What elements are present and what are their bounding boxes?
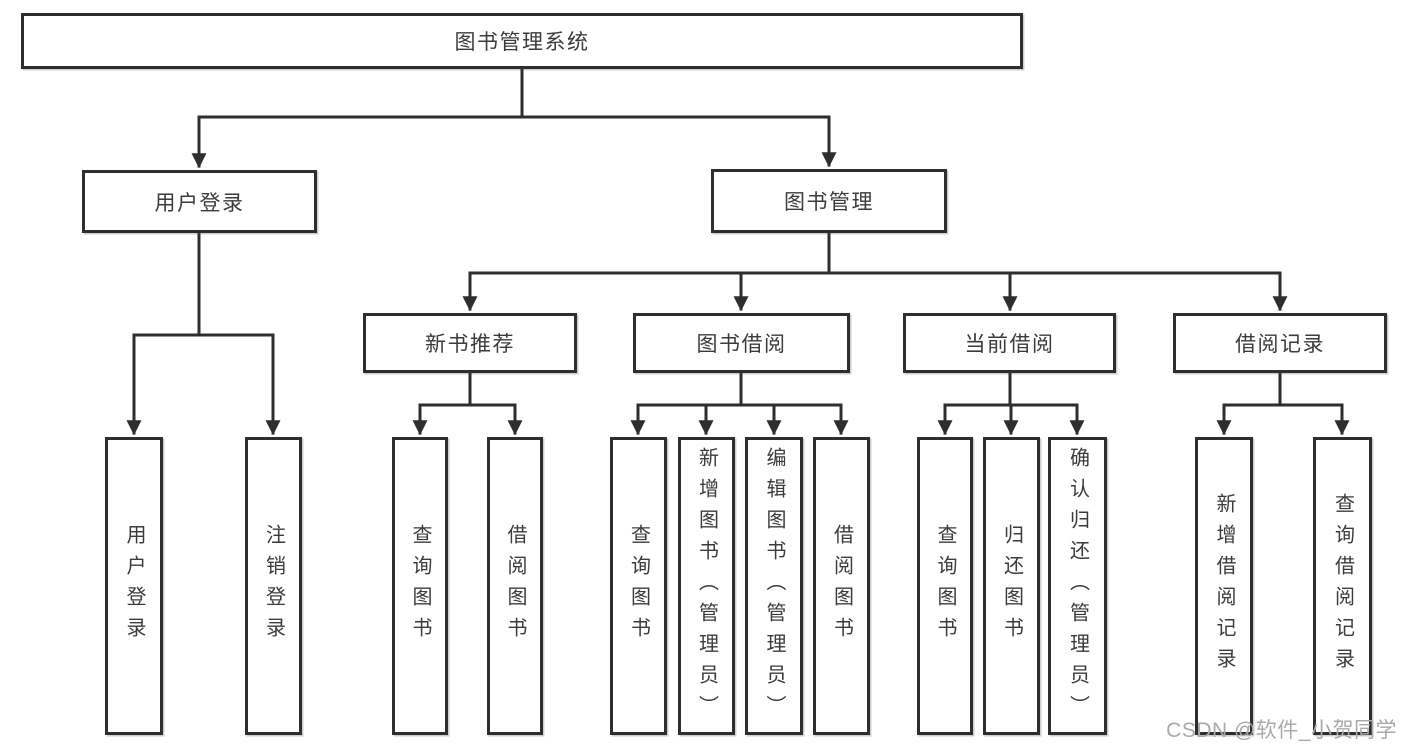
leaf-bb-borrow-book-label: 借阅图书 xyxy=(830,524,853,648)
node-user-login-label: 用户登录 xyxy=(154,191,245,215)
leaf-br-query-record: 查询借阅记录 xyxy=(1313,437,1372,735)
node-new-book-rec-label: 新书推荐 xyxy=(425,333,515,356)
node-book-borrow-label: 图书借阅 xyxy=(696,333,787,356)
leaf-user-login-label: 用户登录 xyxy=(123,524,145,648)
leaf-bb-edit-book: 编辑图书（管理员） xyxy=(745,437,803,735)
leaf-cb-confirm-return-label: 确认归还（管理员） xyxy=(1066,446,1089,726)
leaf-bb-borrow-book: 借阅图书 xyxy=(813,437,870,735)
edge-root-trunk xyxy=(197,67,831,119)
leaf-bb-query-book-label: 查询图书 xyxy=(627,524,650,648)
leaf-br-add-record-label: 新增借阅记录 xyxy=(1213,493,1235,679)
leaf-rec-borrow-book-label: 借阅图书 xyxy=(504,524,526,648)
node-book-mgmt-label: 图书管理 xyxy=(784,191,874,214)
leaf-cb-return-book-label: 归还图书 xyxy=(1000,524,1023,648)
leaf-cb-query-book: 查询图书 xyxy=(917,437,973,735)
csdn-watermark: CSDN @软件_小贺同学 xyxy=(1166,719,1397,742)
leaf-br-query-record-label: 查询借阅记录 xyxy=(1331,493,1354,679)
leaf-logout-label: 注销登录 xyxy=(262,524,285,648)
edge-book-mgmt-trunk xyxy=(468,231,1282,275)
edge-new-book-rec-trunk xyxy=(418,371,517,407)
leaf-rec-borrow-book: 借阅图书 xyxy=(487,437,543,735)
node-current-borrow-label: 当前借阅 xyxy=(964,333,1055,356)
leaf-cb-query-book-label: 查询图书 xyxy=(934,524,956,648)
edge-user-login-trunk xyxy=(132,231,275,337)
leaf-bb-query-book: 查询图书 xyxy=(610,437,667,735)
edge-book-borrow-trunk xyxy=(636,371,843,407)
leaf-bb-add-book-label: 新增图书（管理员） xyxy=(695,446,718,726)
edge-current-borrow-trunk xyxy=(943,371,1079,407)
node-borrow-record: 借阅记录 xyxy=(1173,313,1387,373)
leaf-user-login: 用户登录 xyxy=(105,437,163,735)
edge-borrow-record-trunk xyxy=(1222,371,1344,407)
node-new-book-rec: 新书推荐 xyxy=(363,313,577,373)
leaf-logout: 注销登录 xyxy=(245,437,302,735)
leaf-br-add-record: 新增借阅记录 xyxy=(1195,437,1253,735)
leaf-bb-add-book: 新增图书（管理员） xyxy=(678,437,735,735)
leaf-cb-confirm-return: 确认归还（管理员） xyxy=(1048,437,1107,735)
leaf-cb-return-book: 归还图书 xyxy=(983,437,1040,735)
leaf-bb-edit-book-label: 编辑图书（管理员） xyxy=(763,446,785,726)
node-current-borrow: 当前借阅 xyxy=(903,313,1116,373)
node-book-mgmt: 图书管理 xyxy=(711,169,947,233)
leaf-rec-query-book: 查询图书 xyxy=(392,437,448,735)
node-borrow-record-label: 借阅记录 xyxy=(1235,333,1325,356)
node-book-borrow: 图书借阅 xyxy=(633,313,850,373)
leaf-rec-query-book-label: 查询图书 xyxy=(409,524,431,648)
node-root: 图书管理系统 xyxy=(21,13,1023,69)
node-user-login: 用户登录 xyxy=(82,170,317,233)
node-root-label: 图书管理系统 xyxy=(454,31,590,54)
